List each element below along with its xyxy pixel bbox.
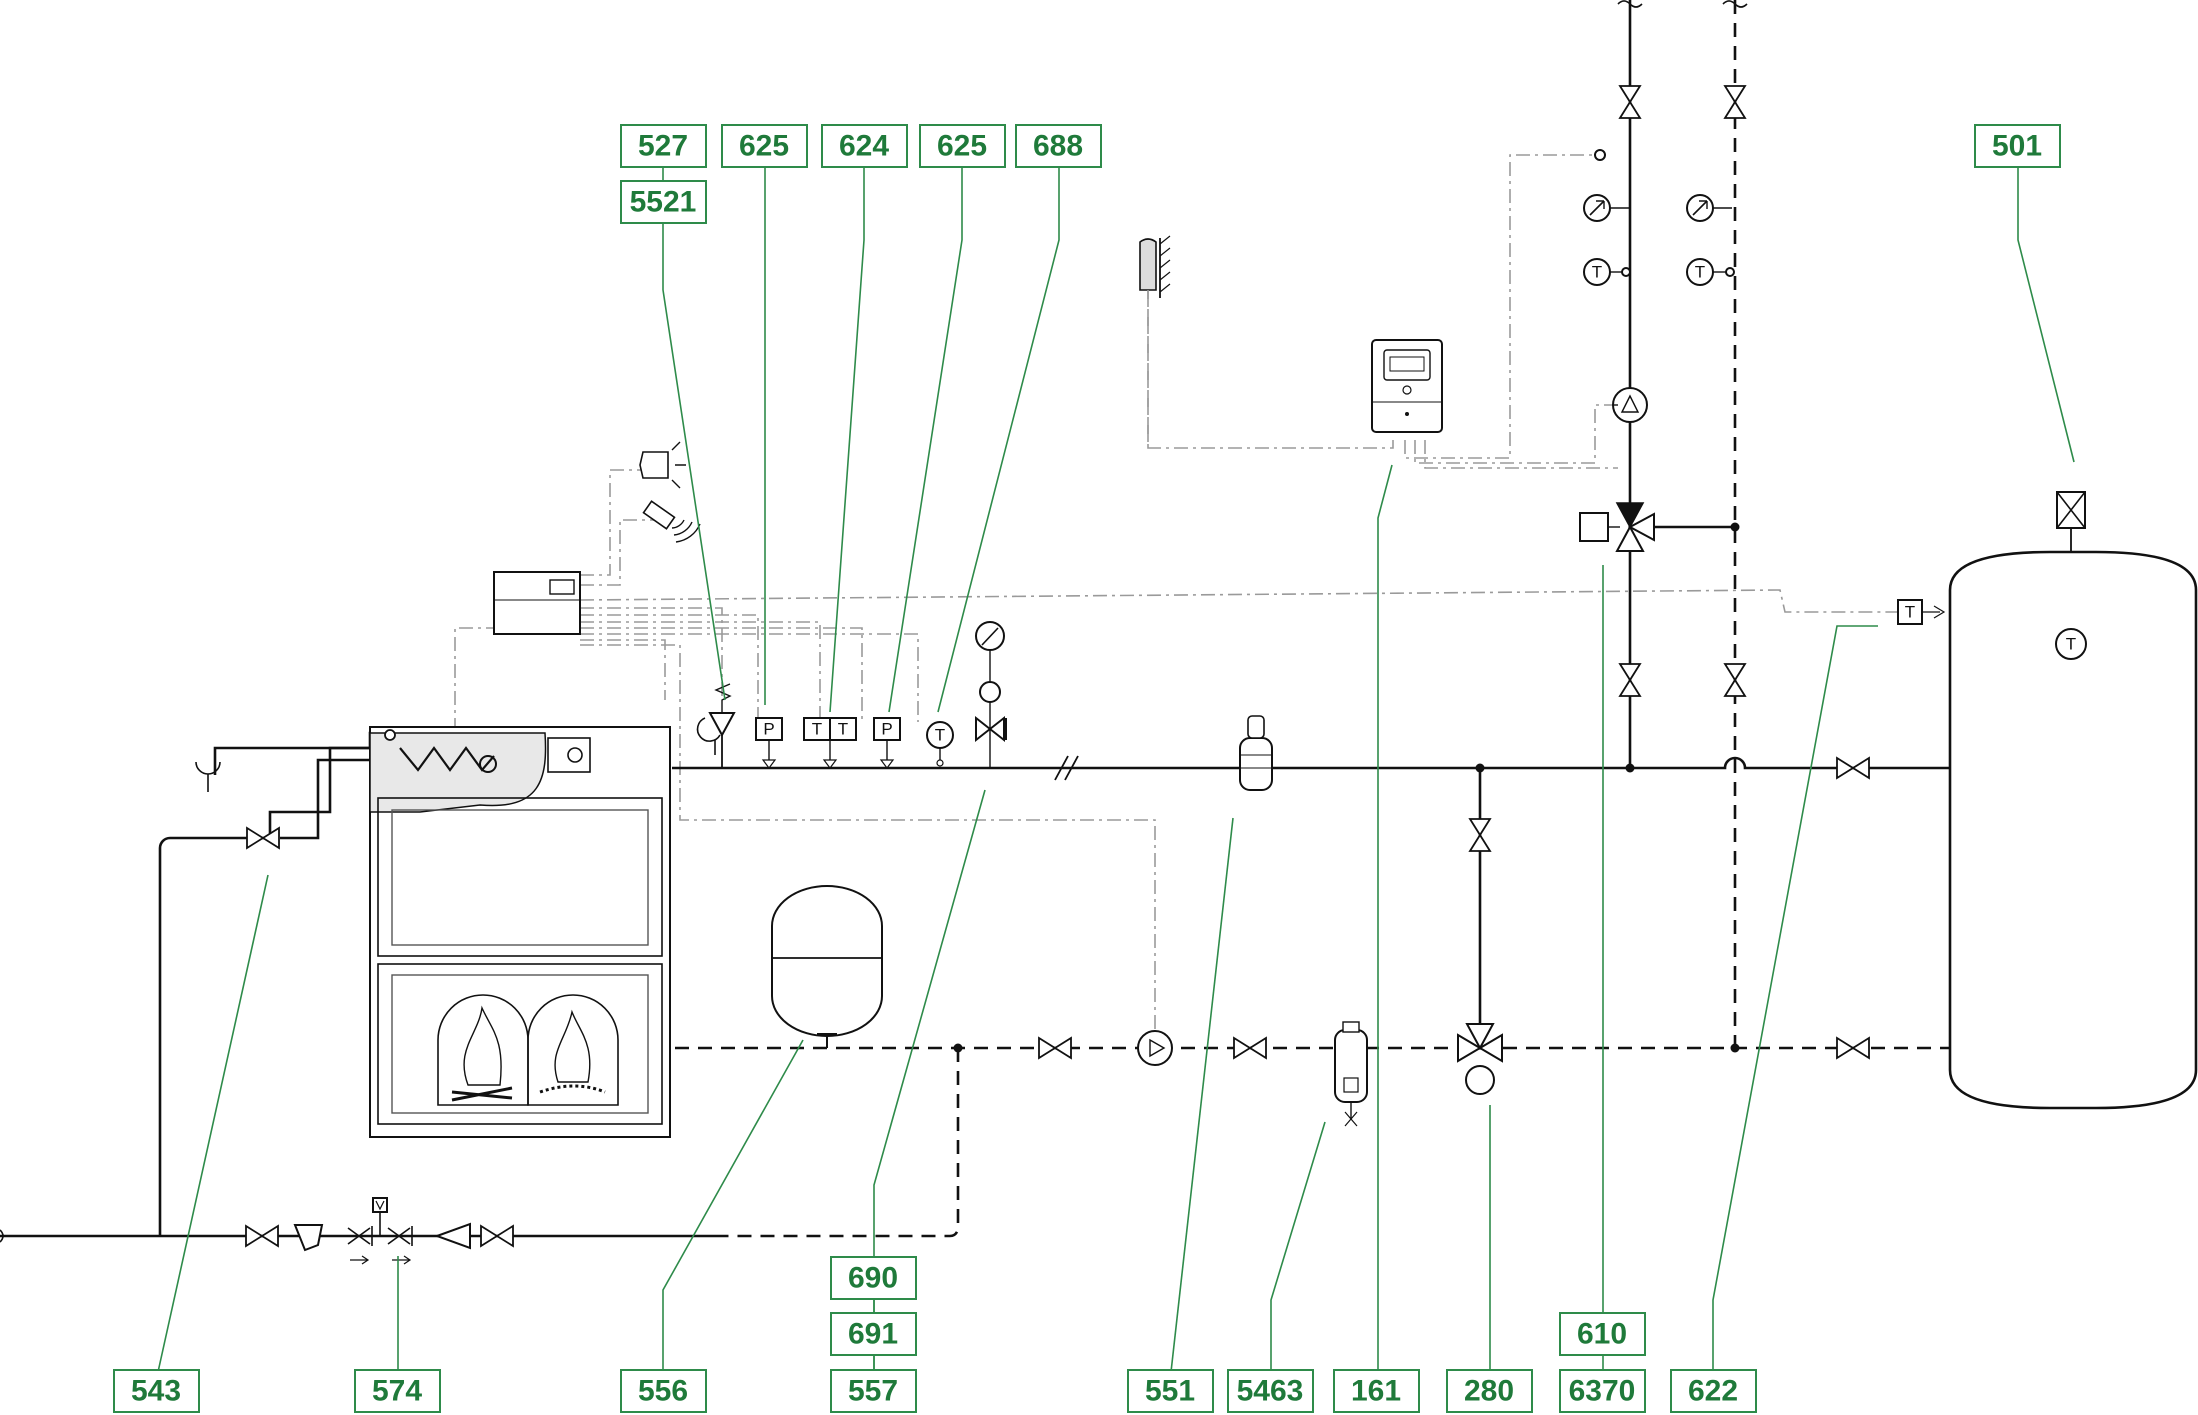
svg-text:161: 161 <box>1351 1375 1401 1408</box>
cold-water-inlet-group <box>293 1197 471 1265</box>
label-574: 574 <box>354 1369 441 1413</box>
svg-text:T: T <box>1592 263 1602 282</box>
label-557: 557 <box>830 1369 917 1413</box>
label-691: 691 <box>830 1312 917 1356</box>
circulation-pump-return <box>1137 1030 1173 1066</box>
boiler <box>369 726 671 1138</box>
label-501: 501 <box>1974 124 2061 168</box>
pump-heating-circuit <box>1612 387 1648 423</box>
pressure-gauge-valve <box>975 621 1007 768</box>
drain-funnel-icon <box>195 761 221 792</box>
svg-text:T: T <box>1695 263 1705 282</box>
svg-text:280: 280 <box>1464 1375 1514 1408</box>
valve-vertical-2 <box>1618 663 1642 697</box>
svg-text:5521: 5521 <box>630 186 697 219</box>
valve-horizontal-4 <box>1233 1036 1267 1060</box>
svg-text:688: 688 <box>1033 130 1083 163</box>
svg-text:556: 556 <box>638 1375 688 1408</box>
valve-vertical-1 <box>1723 85 1747 119</box>
vent-funnel-icon <box>696 717 721 755</box>
boiler-controller <box>493 571 581 635</box>
mixing-valve-return <box>1457 1023 1503 1095</box>
tank-temperature-sensor: T <box>1897 599 1946 625</box>
svg-text:622: 622 <box>1688 1375 1738 1408</box>
supply-riser-gauges: T <box>1583 149 1631 286</box>
pressure-sensor-2: P <box>873 717 901 769</box>
riser-ends <box>0 0 1748 1243</box>
component-labels: 527 5521 625 624 625 688 501 543 574 556… <box>113 124 2061 1413</box>
valve-horizontal-6 <box>1836 1036 1870 1060</box>
room-controller <box>1371 339 1443 433</box>
svg-text:501: 501 <box>1992 130 2042 163</box>
svg-text:690: 690 <box>848 1262 898 1295</box>
outdoor-sensor-icon <box>1139 235 1171 448</box>
valve-vertical-3 <box>1723 663 1747 697</box>
svg-text:T: T <box>1905 603 1915 622</box>
pressure-sensor-1: P <box>755 717 783 769</box>
svg-text:5463: 5463 <box>1237 1375 1304 1408</box>
svg-text:624: 624 <box>839 130 889 163</box>
satellite-modem-icon <box>642 500 701 543</box>
label-543: 543 <box>113 1369 200 1413</box>
valve-horizontal-3 <box>1038 1036 1072 1060</box>
svg-text:551: 551 <box>1145 1375 1195 1408</box>
expansion-vessel <box>771 885 883 1048</box>
alarm-siren-icon <box>639 441 686 489</box>
dirt-separator-icon <box>1334 1021 1368 1127</box>
svg-text:T: T <box>838 720 848 739</box>
buffer-tank: T <box>1948 491 2198 1110</box>
label-551: 551 <box>1127 1369 1214 1413</box>
svg-text:T: T <box>812 720 822 739</box>
svg-text:557: 557 <box>848 1375 898 1408</box>
thermometer-icon: T <box>926 721 954 767</box>
pipe-junctions <box>953 522 1740 1053</box>
svg-text:P: P <box>881 720 892 739</box>
svg-text:T: T <box>935 726 945 745</box>
valve-horizontal-2 <box>480 1224 514 1248</box>
pipe-break-icon <box>1054 755 1079 781</box>
label-5521: 5521 <box>620 180 707 224</box>
svg-text:543: 543 <box>131 1375 181 1408</box>
valve-horizontal-5 <box>1836 756 1870 780</box>
label-690: 690 <box>830 1256 917 1300</box>
label-6370: 6370 <box>1559 1369 1646 1413</box>
svg-text:625: 625 <box>739 130 789 163</box>
label-280: 280 <box>1446 1369 1533 1413</box>
svg-text:6370: 6370 <box>1569 1375 1636 1408</box>
control-lines <box>454 154 1900 1045</box>
svg-text:T: T <box>2066 635 2076 654</box>
valve-vertical-0 <box>1618 85 1642 119</box>
label-610: 610 <box>1559 1312 1646 1356</box>
svg-text:574: 574 <box>372 1375 422 1408</box>
label-624: 624 <box>821 124 908 168</box>
valve-vertical-4 <box>1468 818 1492 852</box>
safety-valve-icon <box>708 683 736 768</box>
label-556: 556 <box>620 1369 707 1413</box>
label-688: 688 <box>1015 124 1102 168</box>
pipework <box>0 0 1950 1238</box>
svg-text:527: 527 <box>638 130 688 163</box>
label-622: 622 <box>1670 1369 1757 1413</box>
return-riser-gauges: T <box>1686 194 1735 286</box>
label-625-right: 625 <box>919 124 1006 168</box>
temperature-sensor-pair: T T <box>803 717 857 769</box>
isolation-valves <box>245 85 1870 1248</box>
valve-horizontal-1 <box>245 1224 279 1248</box>
valve-horizontal-0 <box>246 826 280 850</box>
label-161: 161 <box>1333 1369 1420 1413</box>
svg-text:625: 625 <box>937 130 987 163</box>
label-527: 527 <box>620 124 707 168</box>
air-separator-icon <box>1239 715 1273 791</box>
label-5463: 5463 <box>1227 1369 1314 1413</box>
three-way-valve-heating <box>1579 502 1655 552</box>
label-625-left: 625 <box>721 124 808 168</box>
svg-text:691: 691 <box>848 1318 898 1351</box>
svg-text:610: 610 <box>1577 1318 1627 1351</box>
leader-lines <box>157 165 2075 1373</box>
svg-text:P: P <box>763 720 774 739</box>
